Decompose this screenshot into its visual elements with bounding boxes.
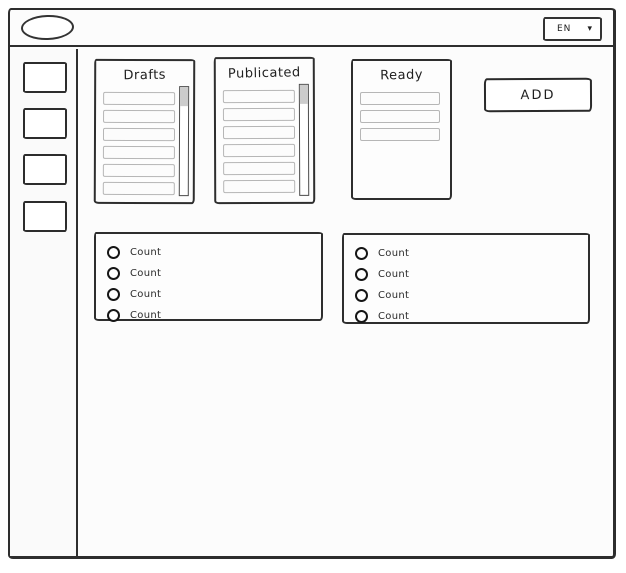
radio-button-icon[interactable]	[355, 268, 368, 281]
header: EN ▾	[10, 10, 613, 47]
list-title-ready: Ready	[379, 67, 424, 84]
list-item[interactable]	[103, 91, 176, 106]
add-button[interactable]: ADD	[483, 77, 593, 113]
list-title-drafts: Drafts	[123, 67, 167, 84]
list-item[interactable]	[222, 89, 295, 104]
language-dropdown-value: EN	[557, 24, 572, 34]
count-panel-left: Count Count Count Count	[94, 232, 323, 322]
sidebar-nav-item-4[interactable]	[23, 201, 67, 232]
radio-button-icon[interactable]	[107, 267, 120, 280]
count-radio-option[interactable]: Count	[107, 242, 321, 263]
radio-label: Count	[378, 290, 410, 301]
count-radio-option[interactable]: Count	[355, 264, 588, 285]
radio-button-icon[interactable]	[355, 289, 368, 302]
count-radio-option[interactable]: Count	[355, 285, 588, 306]
list-item[interactable]	[360, 92, 440, 105]
list-item[interactable]	[102, 181, 175, 196]
list-panel-drafts: Drafts	[93, 58, 196, 205]
radio-label: Count	[378, 248, 410, 259]
list-panel-ready: Ready	[351, 59, 452, 200]
list-item[interactable]	[102, 127, 176, 142]
radio-button-icon[interactable]	[355, 247, 368, 260]
radio-label: Count	[378, 311, 410, 322]
list-item[interactable]	[102, 163, 175, 178]
count-radio-option[interactable]: Count	[355, 306, 588, 327]
list-item[interactable]	[103, 109, 176, 124]
scrollbar[interactable]	[178, 86, 190, 197]
list-item[interactable]	[360, 128, 440, 141]
list-item[interactable]	[223, 161, 296, 176]
radio-label: Count	[378, 269, 410, 280]
count-radio-option[interactable]: Count	[107, 305, 321, 326]
scrollbar-thumb[interactable]	[180, 87, 189, 107]
radio-button-icon[interactable]	[107, 246, 120, 259]
radio-button-icon[interactable]	[107, 309, 120, 322]
list-item[interactable]	[223, 143, 296, 158]
sidebar-nav-item-1[interactable]	[23, 62, 67, 93]
radio-button-icon[interactable]	[355, 310, 368, 323]
radio-label: Count	[130, 247, 162, 258]
list-title-publicated: Publicated	[227, 65, 301, 82]
list-panel-publicated: Publicated	[213, 56, 316, 205]
scrollbar-thumb[interactable]	[299, 84, 308, 104]
count-radio-option[interactable]: Count	[107, 284, 321, 305]
scrollbar[interactable]	[298, 83, 310, 196]
radio-label: Count	[130, 268, 162, 279]
list-items	[353, 92, 450, 141]
logo-oval-icon	[20, 14, 75, 41]
count-radio-option[interactable]: Count	[107, 263, 321, 284]
radio-label: Count	[130, 289, 162, 300]
app-window: EN ▾ Drafts Publicated	[8, 8, 616, 559]
language-dropdown[interactable]: EN ▾	[543, 17, 602, 41]
chevron-down-icon: ▾	[587, 23, 592, 34]
radio-button-icon[interactable]	[107, 288, 120, 301]
list-item[interactable]	[222, 107, 295, 122]
count-panel-right: Count Count Count Count	[342, 233, 590, 324]
list-item[interactable]	[102, 145, 175, 160]
count-radio-option[interactable]: Count	[355, 243, 588, 264]
list-item[interactable]	[223, 179, 296, 194]
radio-label: Count	[130, 310, 162, 321]
sidebar	[10, 49, 78, 556]
list-item[interactable]	[360, 110, 440, 123]
sidebar-nav-item-3[interactable]	[23, 154, 67, 185]
list-item[interactable]	[222, 125, 296, 140]
sidebar-nav-item-2[interactable]	[23, 108, 67, 139]
